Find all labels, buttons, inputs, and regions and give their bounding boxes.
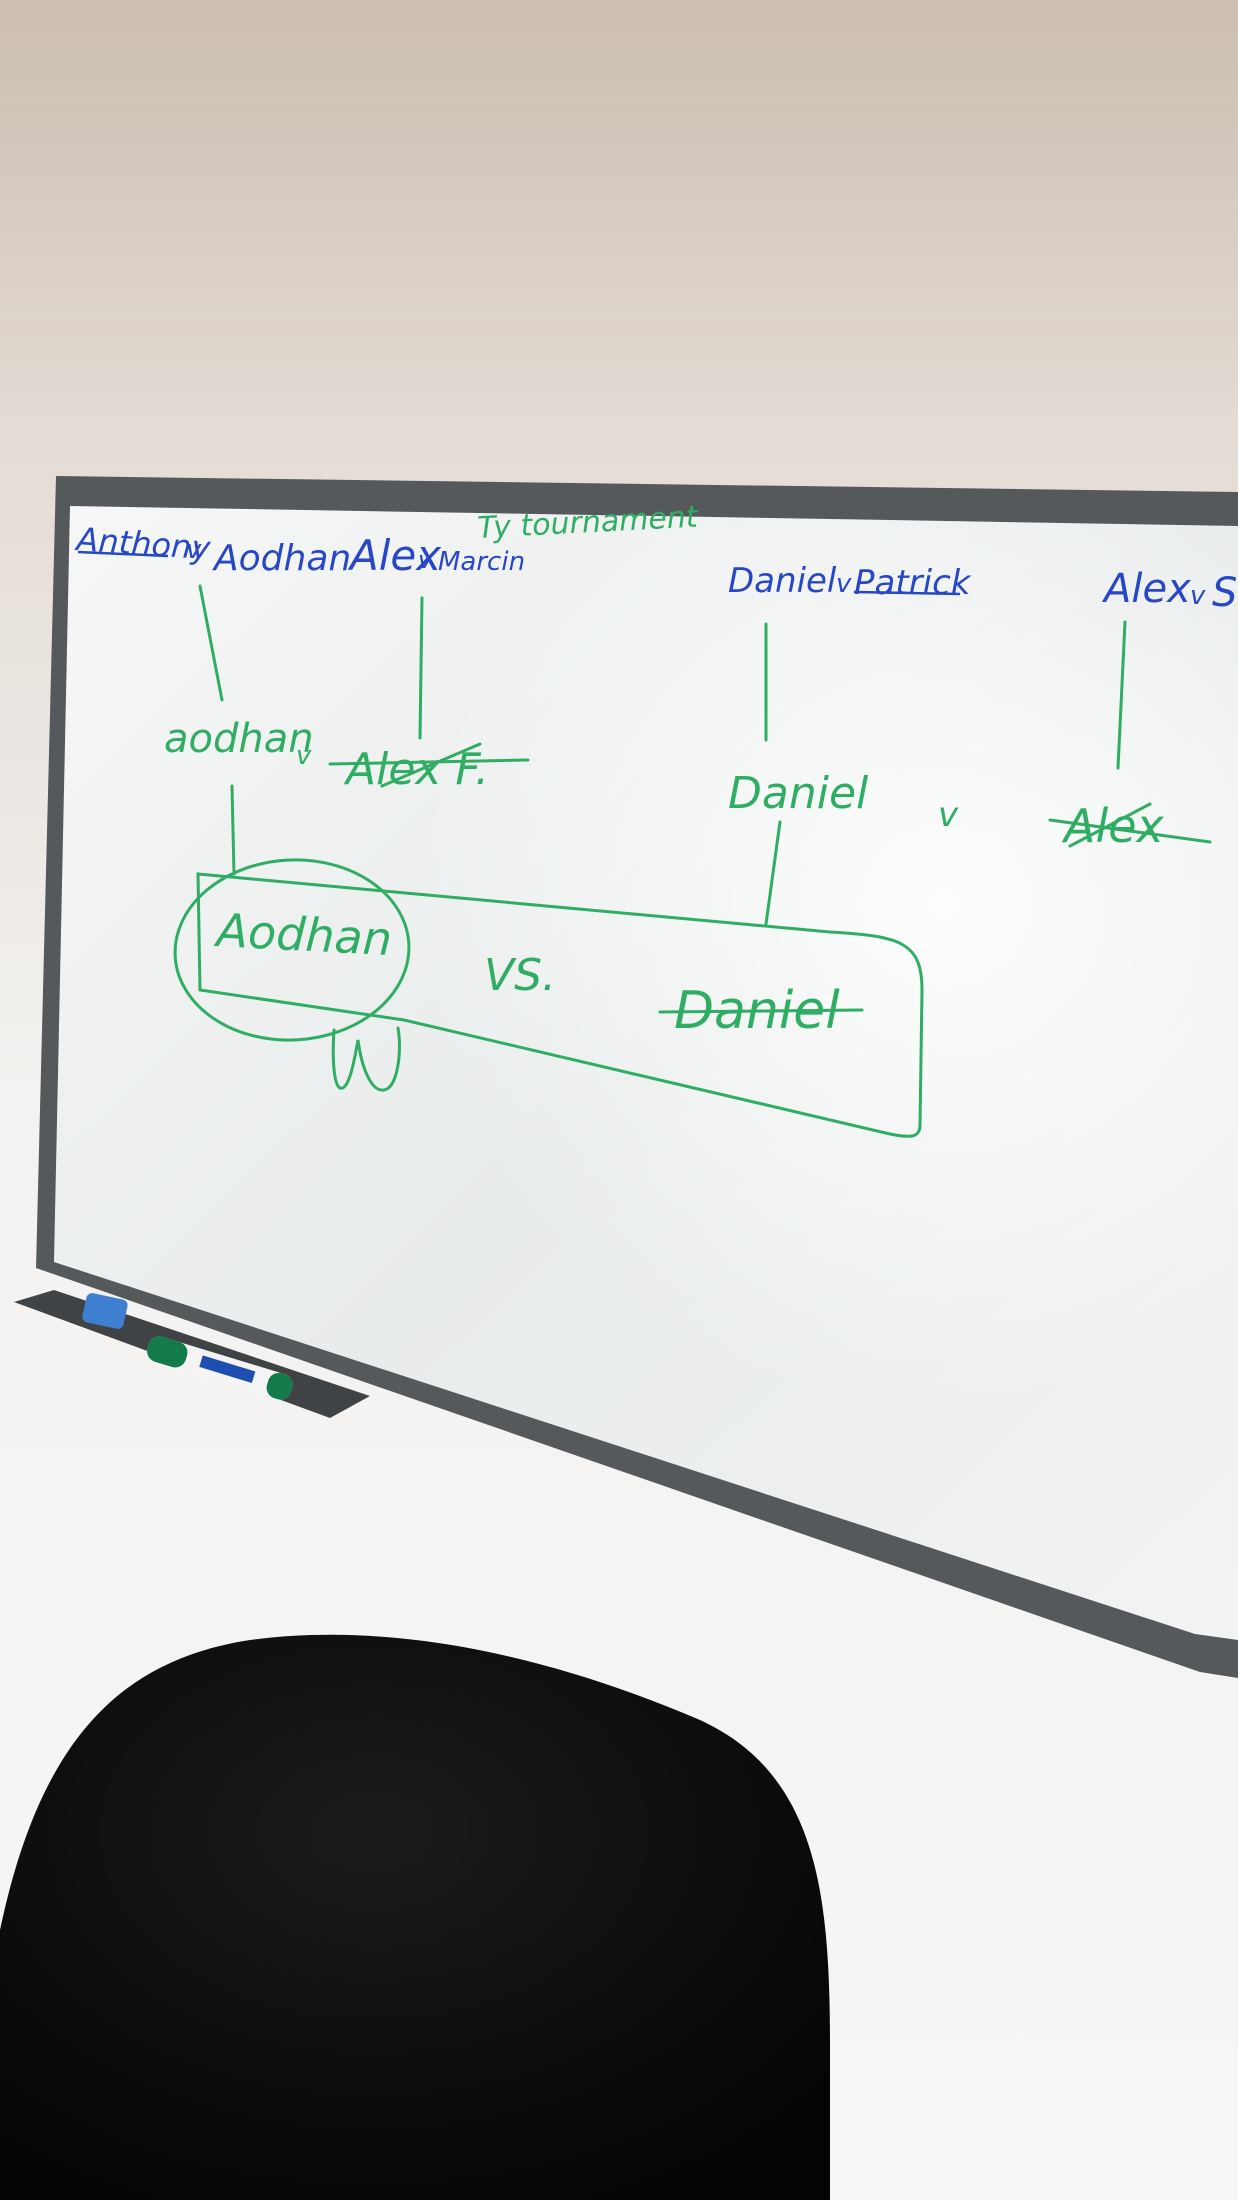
r1-m3-player-b: Patrick <box>854 563 972 603</box>
final-player-b: Daniel <box>674 981 840 1041</box>
r1-m1-sep: v <box>186 535 202 565</box>
blue-strikes <box>77 550 961 596</box>
bracket-lines <box>173 584 1212 1138</box>
r1-m4-player-b: S <box>1212 570 1237 616</box>
r2-m1-player-a: aodhan <box>164 716 314 762</box>
r1-m4-sep: v <box>1190 581 1206 611</box>
final-player-a: Aodhan <box>212 903 393 966</box>
r2-m2-sep: v <box>938 795 959 835</box>
r1-m3-sep: v <box>836 569 852 599</box>
r2-m1-sep: v <box>296 741 312 771</box>
r2-m2-player-b: Alex <box>1061 799 1165 853</box>
r1-m3-player-a: Daniel <box>728 561 837 601</box>
board-glare <box>54 506 1238 1640</box>
r1-m4-player-a: Alex <box>1101 566 1191 612</box>
r1-m2-sep: v <box>418 546 433 574</box>
green-marker <box>147 1336 293 1400</box>
office-chair <box>0 1634 830 2200</box>
r2-m1-player-b: Alex F. <box>343 744 489 795</box>
r1-m1-player-b: Aodhan <box>212 538 351 579</box>
eraser <box>82 1293 128 1329</box>
r1-m2-player-a: Alex <box>347 531 442 580</box>
final-sep: VS. <box>484 950 556 1001</box>
r2-m2-player-a: Daniel <box>728 768 869 819</box>
r1-m2-player-b: Marcin <box>438 547 525 577</box>
